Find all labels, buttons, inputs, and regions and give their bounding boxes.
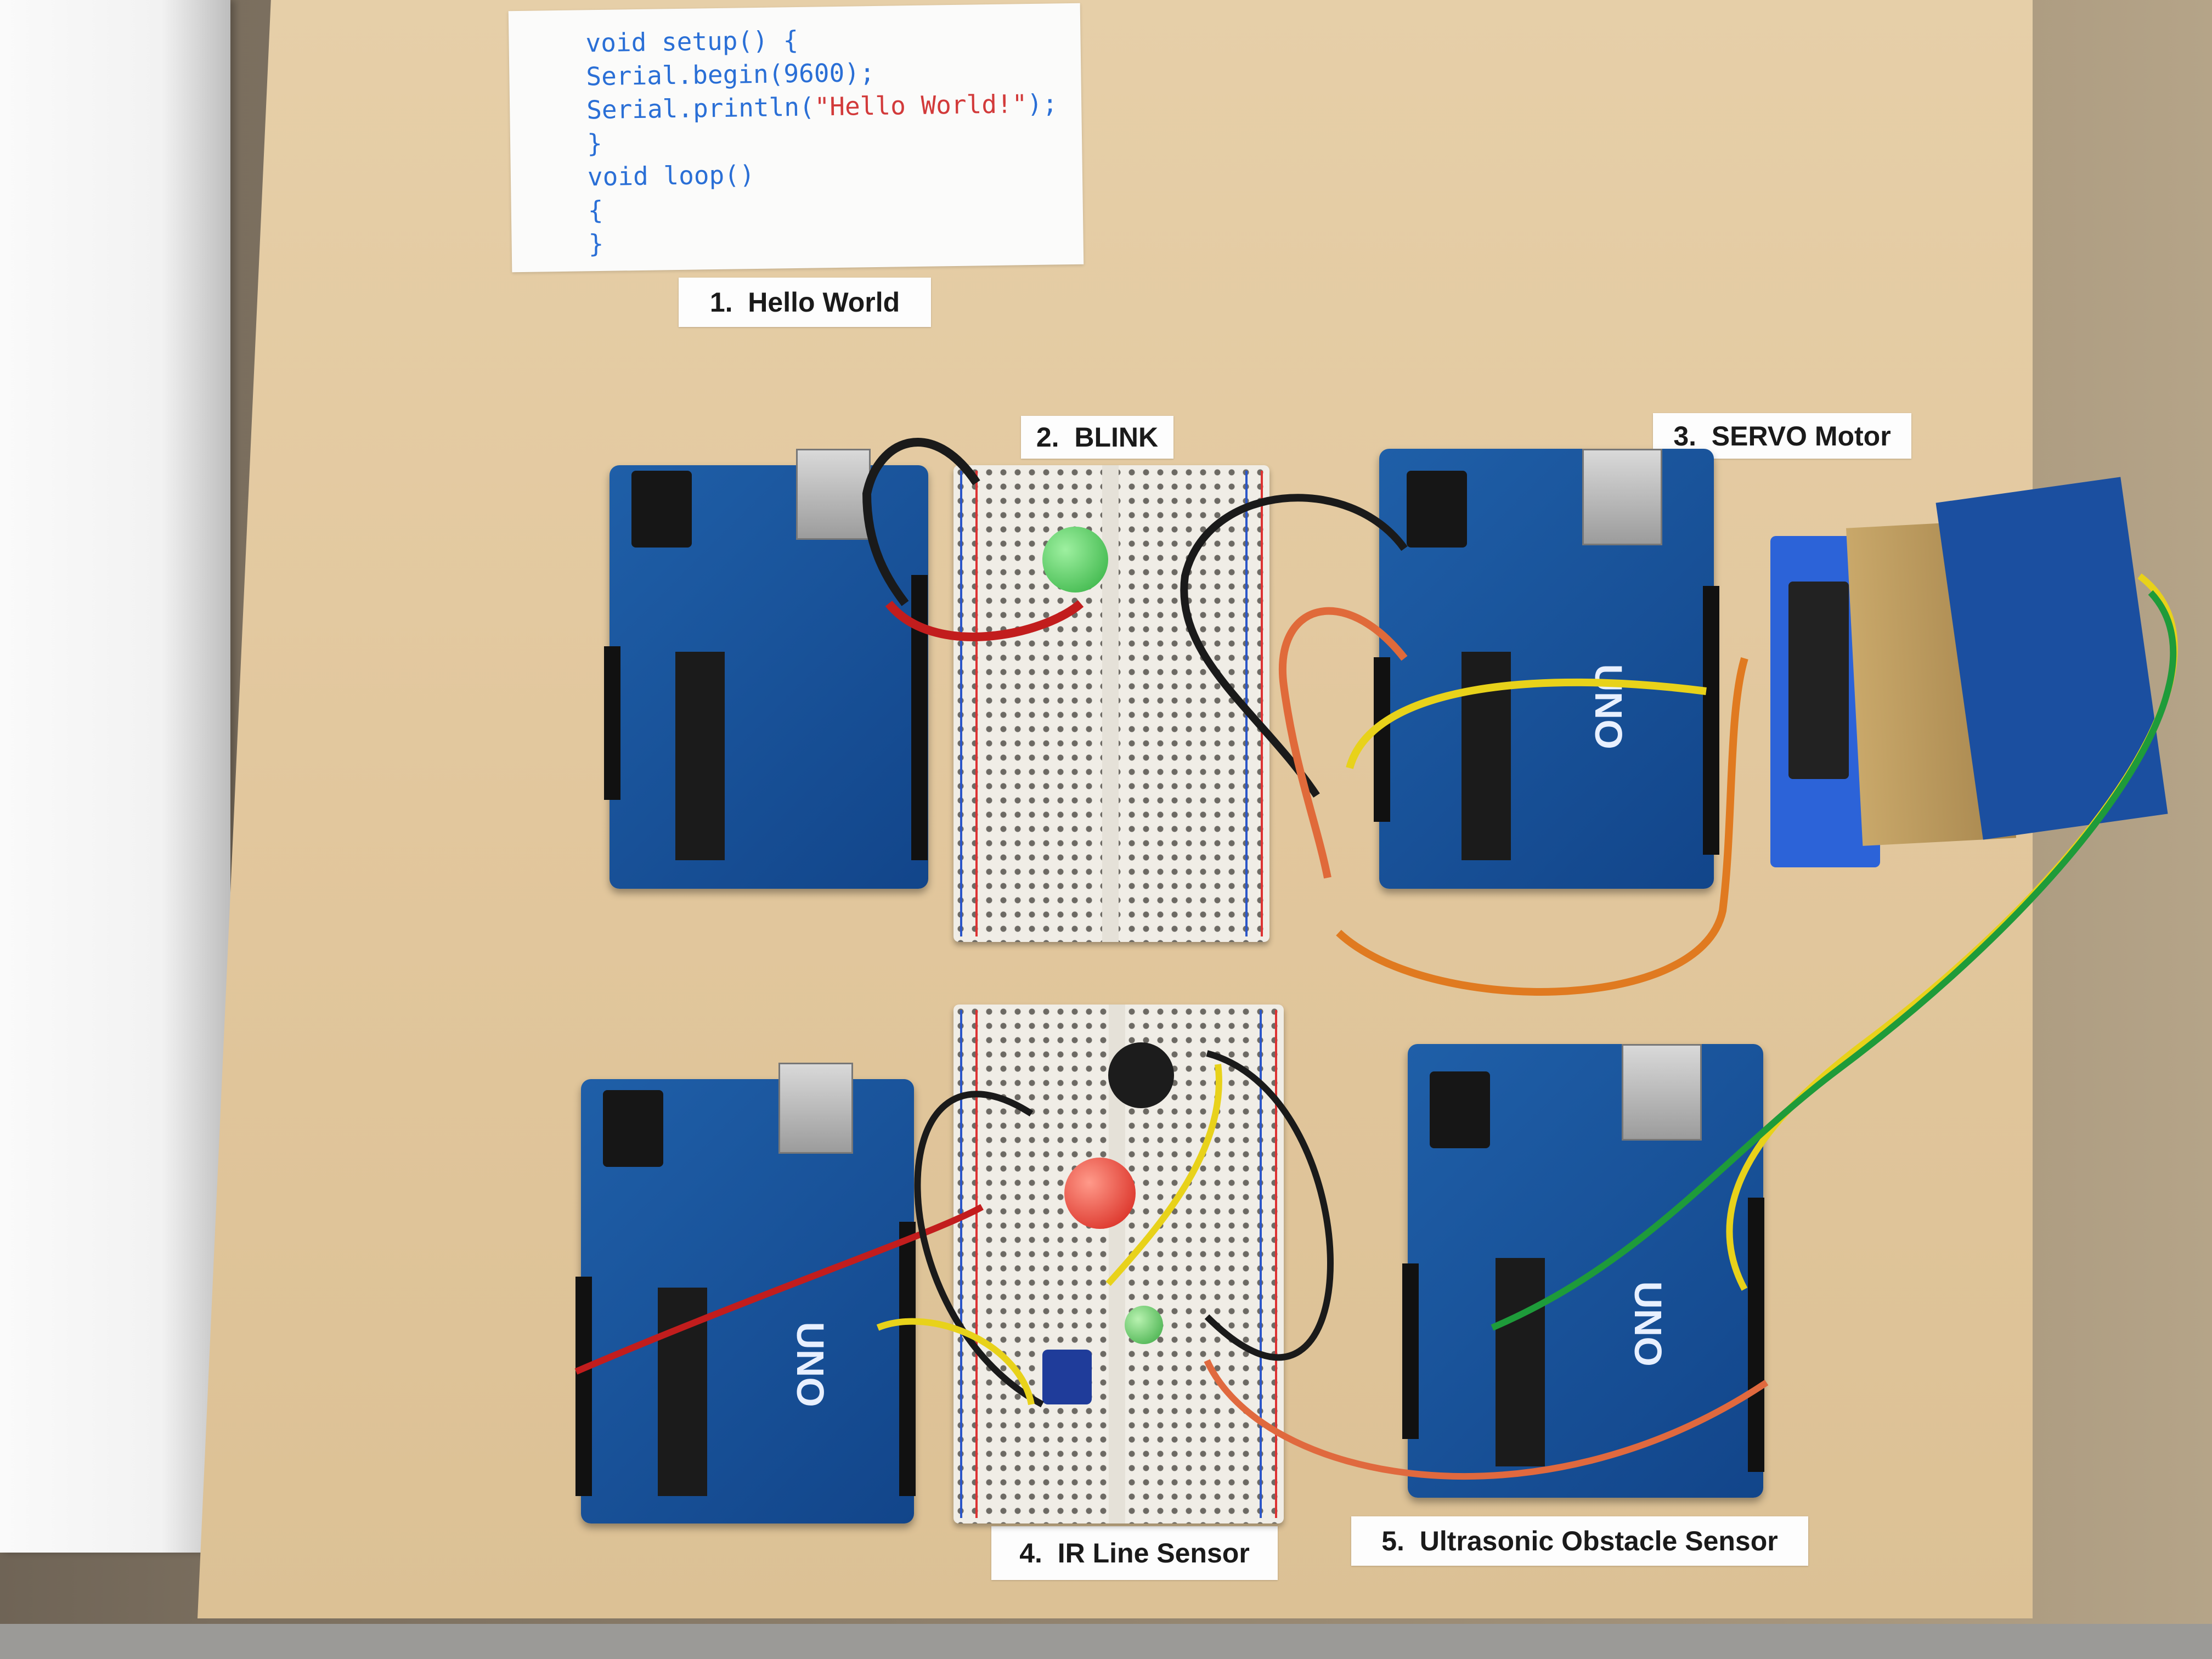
paper-stack — [0, 0, 230, 1553]
servo-motor — [1788, 582, 1849, 779]
breadboard-blink — [953, 465, 1269, 942]
green-led — [1042, 527, 1108, 592]
arduino-board-servo: UNO — [1374, 449, 1719, 889]
buzzer — [1108, 1042, 1174, 1108]
red-led — [1064, 1158, 1136, 1229]
label-ultrasonic-sensor: 5. Ultrasonic Obstacle Sensor — [1351, 1516, 1808, 1566]
floor-strip — [0, 1624, 2212, 1659]
label-blink: 2. BLINK — [1021, 416, 1173, 459]
label-ir-line-sensor: 4. IR Line Sensor — [991, 1526, 1278, 1580]
ir-sensor — [1042, 1350, 1092, 1404]
arduino-board-ir: UNO — [575, 1063, 916, 1523]
small-green-led — [1125, 1306, 1163, 1344]
label-servo-motor: 3. SERVO Motor — [1653, 413, 1911, 459]
label-hello-world: 1. Hello World — [679, 278, 931, 327]
